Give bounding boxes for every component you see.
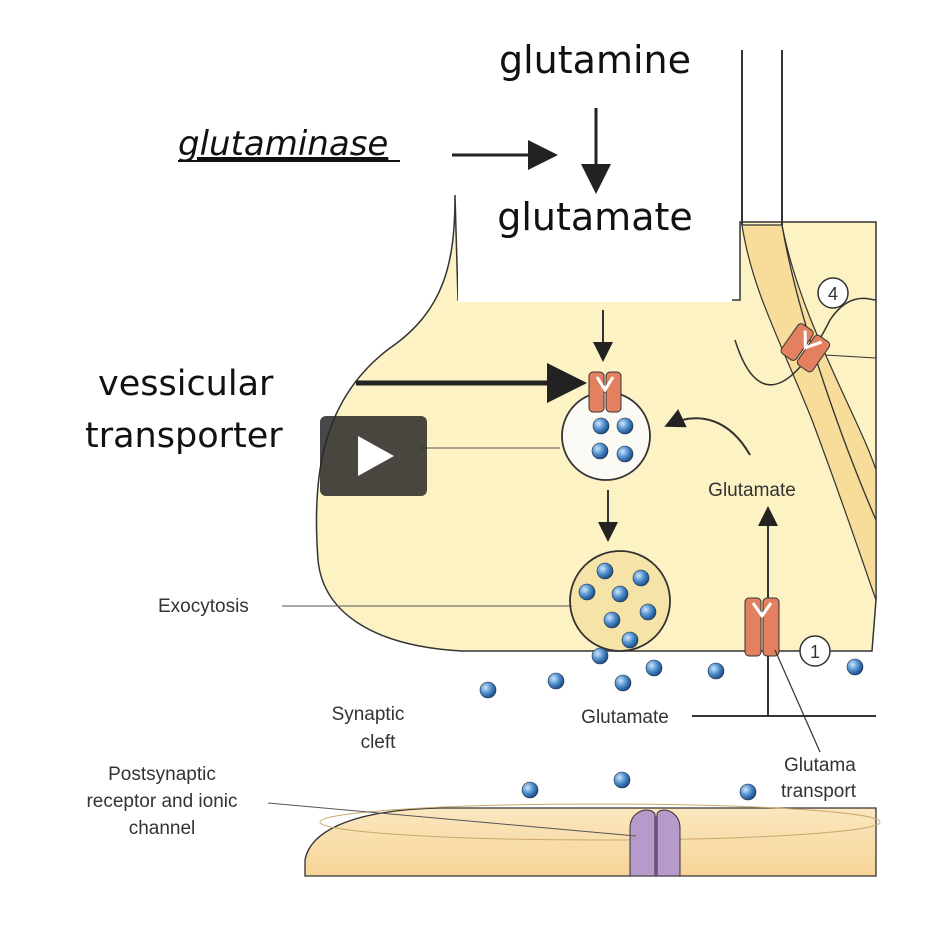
postsynaptic-leader: [267, 802, 637, 837]
vesicle-dot: [578, 583, 596, 601]
text-panel: [458, 190, 732, 302]
transporter-label: transporter: [85, 416, 283, 456]
cleft-dot: [645, 659, 663, 677]
cleft-dot: [547, 672, 565, 690]
vesicle-dot: [639, 603, 657, 621]
cleft-dot: [521, 781, 539, 799]
play-icon: [358, 436, 394, 476]
terminal-inner-line: [781, 224, 877, 521]
marker-1-label: 1: [810, 642, 820, 662]
transport-label: transport: [781, 781, 857, 802]
postsynaptic-label-3: channel: [129, 818, 196, 839]
vesicle-dot: [632, 569, 650, 587]
postsynaptic-label-2: receptor and ionic: [86, 791, 237, 812]
cleft-label: cleft: [361, 732, 397, 753]
vessicular-label: vessicular: [98, 364, 274, 404]
vesicle-dot: [592, 417, 610, 435]
transporter-4-leader: [824, 354, 877, 359]
synaptic-label: Synaptic: [332, 704, 405, 725]
glutamate-cleft-label: Glutamate: [581, 707, 669, 728]
play-button[interactable]: [320, 416, 427, 496]
vesicle-dot: [591, 442, 609, 460]
cleft-dot: [846, 658, 864, 676]
vesicular-transporter: [588, 371, 622, 413]
vesicle-dot: [621, 631, 639, 649]
vesicle-dot: [616, 445, 634, 463]
marker-1-circle: [799, 635, 831, 667]
glutama-label: Glutama: [784, 755, 856, 776]
transporter-1: [744, 597, 780, 657]
postsynaptic-label-1: Postsynaptic: [108, 764, 216, 785]
transporter-4: [780, 323, 831, 373]
cleft-dot: [479, 681, 497, 699]
vesicle-dot: [611, 585, 629, 603]
postsynaptic-receptor: [629, 809, 681, 877]
cleft-dot: [613, 771, 631, 789]
glutamine-label: glutamine: [499, 38, 691, 82]
glutamate-top-label: glutamate: [497, 195, 693, 239]
cleft-dot: [739, 783, 757, 801]
vesicle-dot: [596, 562, 614, 580]
vesicle-dot: [616, 417, 634, 435]
marker-4-label: 4: [828, 284, 838, 304]
marker-4-circle: [817, 277, 849, 309]
glutaminase-label: glutaminase: [178, 124, 388, 164]
vesicle-dot: [603, 611, 621, 629]
cleft-dot: [591, 647, 609, 665]
exocytosis-label: Exocytosis: [158, 596, 249, 617]
transporter-1-leader: [774, 649, 821, 753]
postsynaptic-rim: [319, 803, 881, 841]
postsynaptic-cell: [304, 807, 877, 877]
recycle-curved-arrow: [664, 409, 751, 456]
cleft-dot: [614, 674, 632, 692]
glutamate-mid-label: Glutamate: [708, 480, 796, 501]
cleft-dot: [707, 662, 725, 680]
